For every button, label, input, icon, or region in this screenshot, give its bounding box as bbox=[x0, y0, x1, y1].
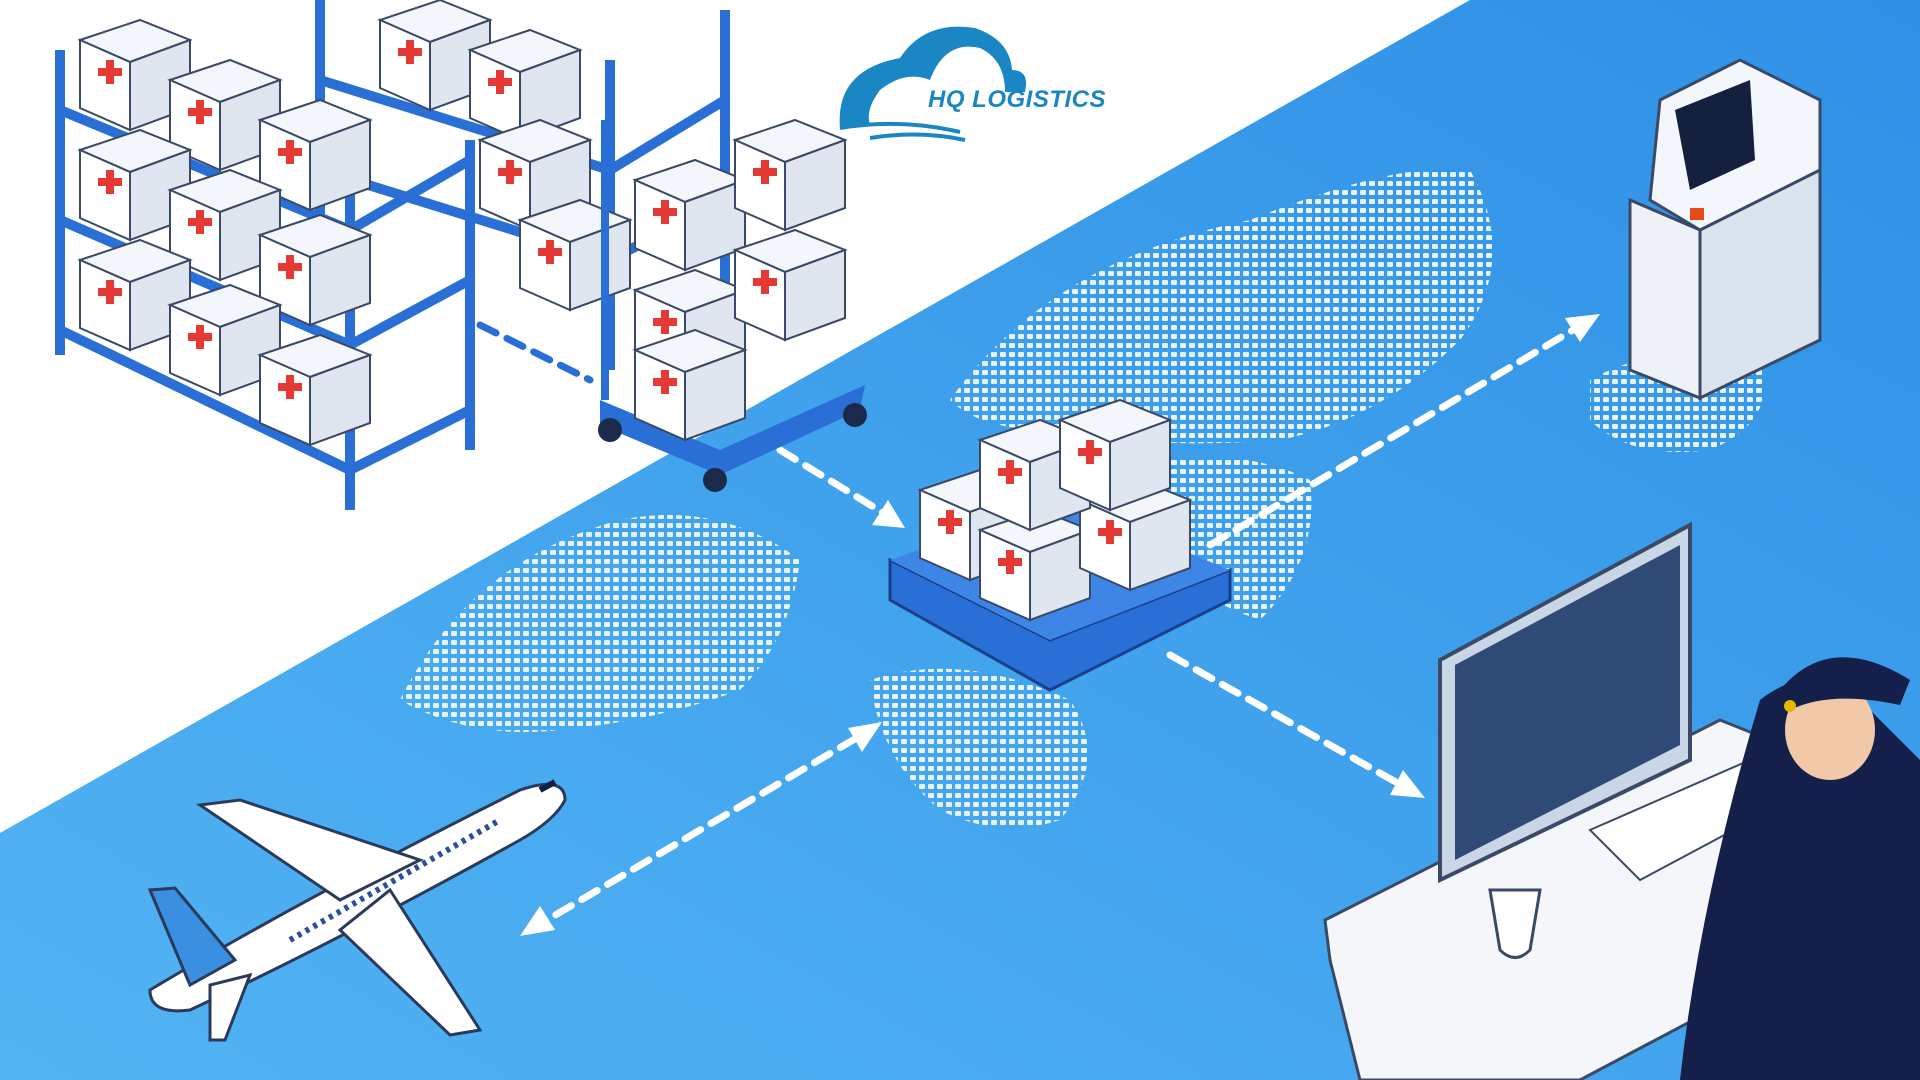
pallet-of-boxes bbox=[888, 399, 1232, 692]
supply-cart bbox=[598, 119, 867, 492]
route-arrows bbox=[476, 316, 1594, 934]
airplane bbox=[147, 779, 567, 1042]
kiosk-terminal bbox=[1628, 58, 1822, 401]
arrow-heads bbox=[520, 314, 1600, 936]
map-south-america bbox=[870, 668, 1088, 828]
customs-officer-desk bbox=[1323, 521, 1920, 1080]
map-north-america bbox=[400, 515, 800, 732]
hq-logistics-logo bbox=[839, 26, 1027, 142]
logo-text: HQ LOGISTICS bbox=[928, 86, 1107, 113]
map-europe-asia bbox=[950, 168, 1493, 444]
